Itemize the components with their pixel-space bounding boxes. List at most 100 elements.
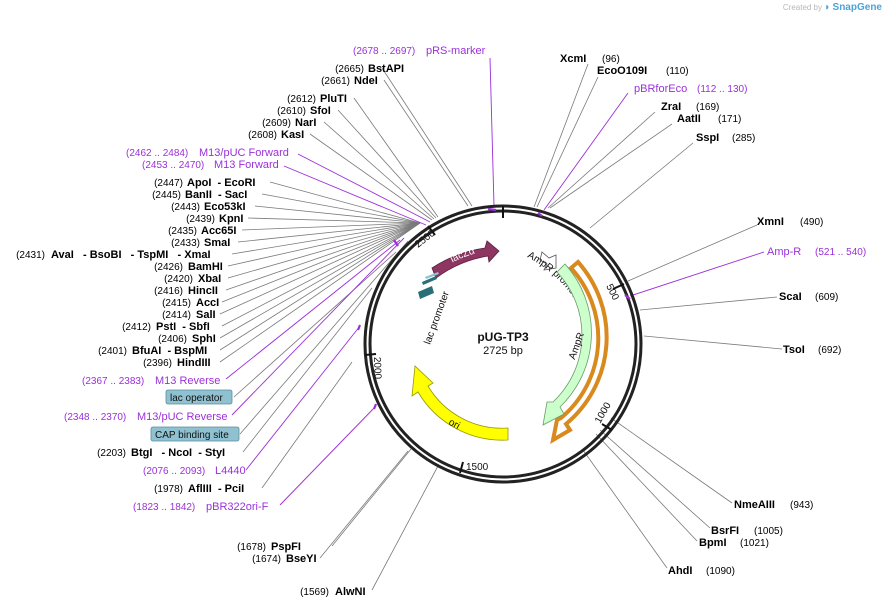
enzyme-bseyi: BseYI	[286, 553, 317, 565]
enzyme-sfoi: SfoI	[310, 105, 331, 117]
enzyme-tsoi: TsoI	[783, 344, 805, 356]
primer-m13-forward-range: (2453 .. 2470)	[142, 160, 204, 171]
enzymes-left: (2665) BstAPI (2661) NdeI (2612) PluTI (…	[16, 63, 404, 598]
enzyme-sbfi: PstI - SbfI	[156, 321, 210, 333]
bpmi-connector	[595, 433, 698, 542]
primer-pbrforeco: pBRforEco	[634, 83, 687, 95]
enzyme-xmai: AvaI - BsoBI - TspMI - XmaI	[51, 249, 211, 261]
enzyme-xbai: XbaI	[198, 273, 221, 285]
enzyme-zrai: ZraI	[661, 101, 681, 113]
enzyme-hincii: HincII	[188, 285, 218, 297]
enzyme-bpmi-pos: (1021)	[740, 538, 769, 549]
xmni-connector	[627, 224, 758, 282]
enzyme-kasi: KasI	[281, 129, 304, 141]
mcs-connector-fan	[219, 181, 421, 363]
primer-marks	[356, 207, 631, 410]
ampr-promoter-arrow	[539, 251, 557, 271]
enzyme-smai-pos: (2433)	[171, 238, 200, 249]
boxed-feature-labels: lac operator CAP binding site	[150, 389, 240, 442]
primer-m13puc-reverse: M13/pUC Reverse	[137, 411, 227, 423]
enzyme-bsrfi: BsrFI	[711, 525, 739, 537]
nari-connector	[323, 121, 435, 220]
bseyi-connector	[319, 450, 409, 559]
enzyme-nari-pos: (2609)	[262, 118, 291, 129]
connector-lines	[219, 63, 783, 591]
feature-arrows: lacZα AmpR promoter AmpR ori lac promote…	[0, 0, 609, 444]
enzyme-bstapi: BstAPI	[368, 63, 404, 75]
enzyme-bseyi-pos: (1674)	[252, 554, 281, 565]
enzyme-kpni-pos: (2439)	[186, 214, 215, 225]
enzyme-acc65i-pos: (2435)	[168, 226, 197, 237]
primer-prs-marker: pRS-marker	[426, 45, 486, 57]
lac-operator-box	[165, 389, 233, 405]
enzyme-xmni: XmnI	[757, 216, 784, 228]
primer-pbr322ori-f: pBR322ori-F	[206, 501, 269, 513]
enzyme-styi-pos: (2203)	[97, 448, 126, 459]
enzyme-scai-pos: (609)	[815, 292, 838, 303]
ori-arrow	[411, 365, 509, 441]
enzyme-acc65i: Acc65I	[201, 225, 236, 237]
primer-l4440: L4440	[215, 465, 246, 477]
enzyme-bamhi: BamHI	[188, 261, 223, 273]
lac-promoter-label: lac promoter	[422, 289, 452, 346]
enzyme-scai: ScaI	[779, 291, 802, 303]
lacz-alpha-arrow	[431, 240, 500, 279]
xcmi-connector	[533, 63, 589, 208]
tick-label-2000: 2000	[371, 357, 383, 380]
zrai-connector	[547, 111, 656, 209]
enzyme-ahdi-pos: (1090)	[706, 566, 735, 577]
lac-promoter-block	[418, 286, 434, 299]
enzyme-bamhi-pos: (2426)	[154, 262, 183, 273]
cap-site-connector	[239, 240, 409, 435]
enzyme-tsoi-pos: (692)	[818, 345, 841, 356]
alwni-connector	[371, 465, 439, 591]
lac-operator-connector	[233, 251, 397, 398]
enzyme-alwni-pos: (1569)	[300, 587, 329, 598]
enzyme-aatii: AatII	[677, 113, 701, 125]
pspfi-connector	[331, 448, 412, 547]
afliii-connector	[261, 361, 353, 489]
primer-m13-reverse: M13 Reverse	[155, 375, 220, 387]
snapgene-logo-icon: ◗	[824, 2, 831, 13]
enzyme-bstapi-pos: (2665)	[335, 64, 364, 75]
cap-binding-site-box	[150, 426, 240, 442]
enzyme-styi: BtgI - NcoI - StyI	[131, 447, 225, 459]
enzyme-aatii-pos: (171)	[718, 114, 741, 125]
primer-amp-r-range: (521 .. 540)	[815, 247, 866, 258]
enzyme-ecoo109i: EcoO109I	[597, 65, 647, 77]
lac-operator-label: lac operator	[170, 393, 223, 404]
enzymes-right: XcmI (96) EcoO109I (110) ZraI (169) AatI…	[560, 53, 841, 577]
lac-operator-block	[422, 276, 437, 285]
primer-amp-r: Amp-R	[767, 246, 801, 258]
enzyme-acci: AccI	[196, 297, 219, 309]
enzyme-sfoi-pos: (2610)	[277, 106, 306, 117]
enzyme-kasi-pos: (2608)	[248, 130, 277, 141]
primer-pbr322ori-f-range: (1823 .. 1842)	[133, 502, 195, 513]
nmeaiii-connector	[610, 417, 733, 504]
primer-pbrforeco-range: (112 .. 130)	[697, 84, 747, 95]
enzyme-hindiii-pos: (2396)	[143, 358, 172, 369]
enzyme-ndei-pos: (2661)	[321, 76, 350, 87]
enzyme-xcmi-pos: (96)	[602, 54, 620, 65]
bsrfi-connector	[599, 429, 711, 529]
plasmid-name: pUG-TP3	[477, 330, 529, 344]
primer-l4440-range: (2076 .. 2093)	[143, 466, 205, 477]
ampr-arrow	[542, 263, 592, 426]
enzyme-ahdi: AhdI	[668, 565, 692, 577]
primer-connector-lines	[225, 57, 765, 506]
enzyme-nari: NarI	[295, 117, 316, 129]
pluti-connector	[353, 97, 439, 218]
enzyme-hincii-pos: (2416)	[154, 286, 183, 297]
primer-prs-marker-range: (2678 .. 2697)	[353, 46, 415, 57]
enzyme-bpmi: BpmI	[699, 537, 727, 549]
primer-m13puc-forward: M13/pUC Forward	[199, 147, 289, 159]
sfoi-connector	[337, 109, 437, 219]
credit-brand: SnapGene	[832, 2, 882, 13]
enzyme-acci-pos: (2415)	[162, 298, 191, 309]
enzyme-sbfi-pos: (2412)	[122, 322, 151, 333]
enzyme-nmeaiii-pos: (943)	[790, 500, 813, 511]
ori-label: ori	[447, 417, 462, 432]
btgi-connector	[242, 287, 373, 453]
ahdi-connector	[582, 449, 668, 569]
